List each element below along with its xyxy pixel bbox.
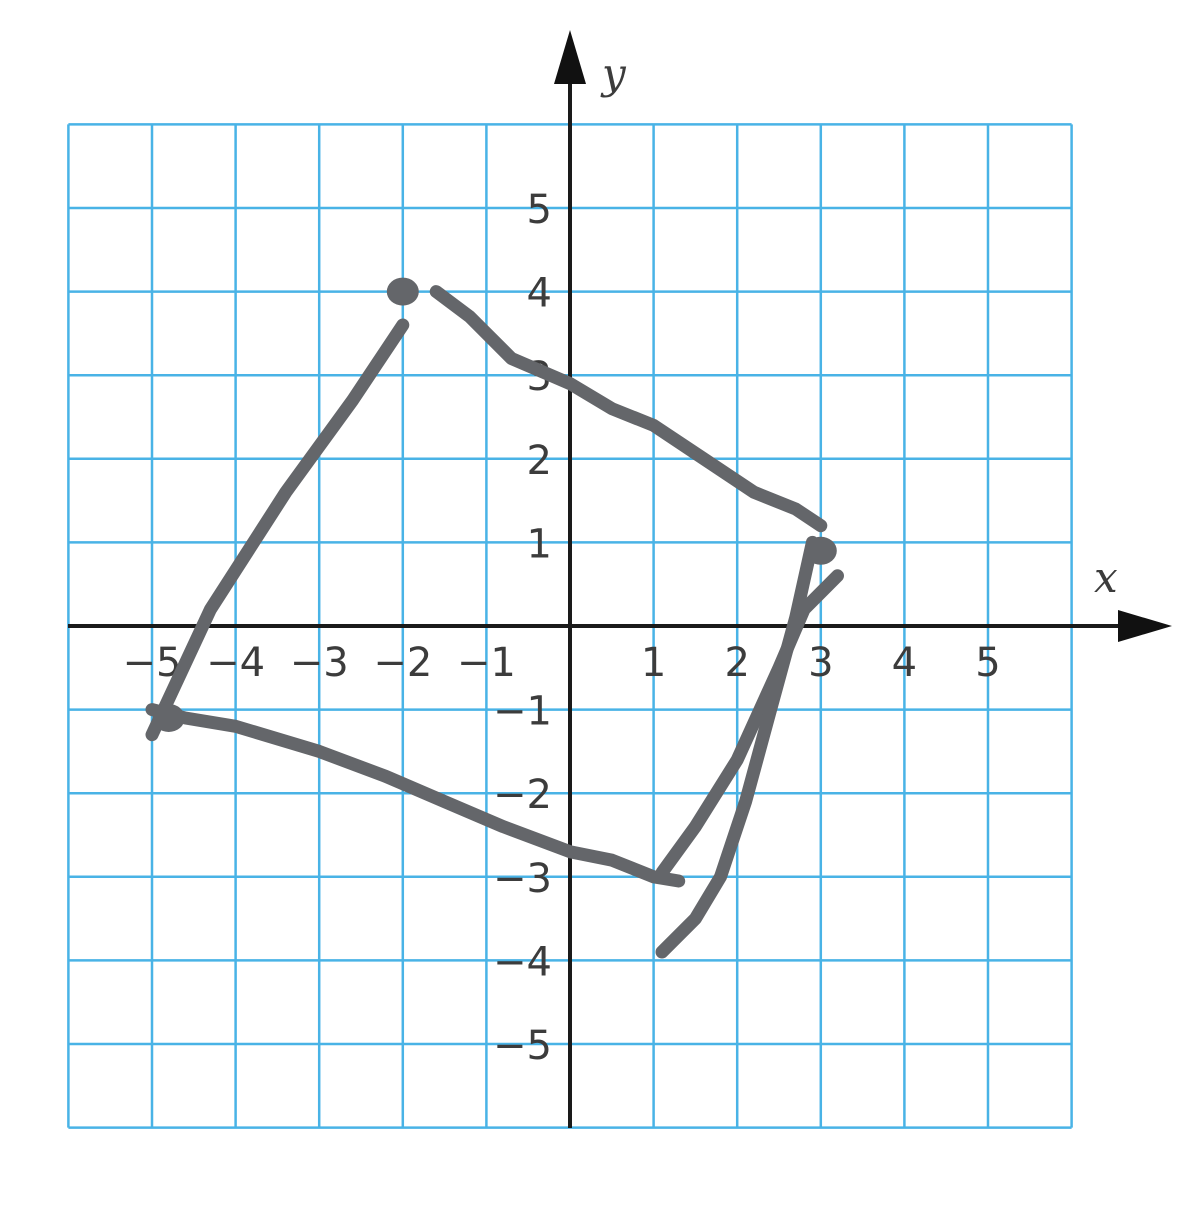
x-tick-label: 4	[892, 640, 917, 686]
y-tick-label: −1	[493, 689, 552, 735]
stroke-top-left-to-left	[145, 318, 410, 742]
hand-drawn-figure	[145, 277, 844, 959]
axes: x y	[68, 30, 1172, 1128]
x-tick-label: −3	[290, 640, 349, 686]
x-tick-label: −2	[373, 640, 432, 686]
x-tick-label: 3	[808, 640, 833, 686]
stroke-left-to-bottom	[145, 703, 686, 888]
x-tick-label: −4	[206, 640, 265, 686]
y-tick-label: 4	[527, 271, 552, 317]
y-axis-arrow	[554, 30, 586, 84]
y-tick-label: −3	[493, 856, 552, 902]
stroke-top-to-right	[429, 285, 828, 533]
stroke-right-to-lower	[655, 535, 819, 959]
top-left-point	[386, 277, 419, 306]
right-point	[804, 536, 837, 565]
y-tick-label: 2	[527, 438, 552, 484]
y-tick-label: −2	[493, 772, 552, 818]
y-axis-label: y	[600, 49, 627, 98]
y-tick-label: 1	[527, 521, 552, 567]
left-point	[152, 703, 185, 732]
x-tick-label: 1	[641, 640, 666, 686]
x-tick-label: −1	[457, 640, 516, 686]
x-axis-arrow	[1118, 610, 1172, 642]
y-tick-label: −5	[493, 1023, 552, 1069]
x-tick-label: 2	[724, 640, 749, 686]
stroke-bottom-to-right	[655, 569, 844, 880]
y-tick-label: 5	[527, 187, 552, 233]
y-tick-label: −4	[493, 939, 552, 985]
x-axis-label: x	[1094, 553, 1118, 602]
x-tick-label: 5	[975, 640, 1000, 686]
